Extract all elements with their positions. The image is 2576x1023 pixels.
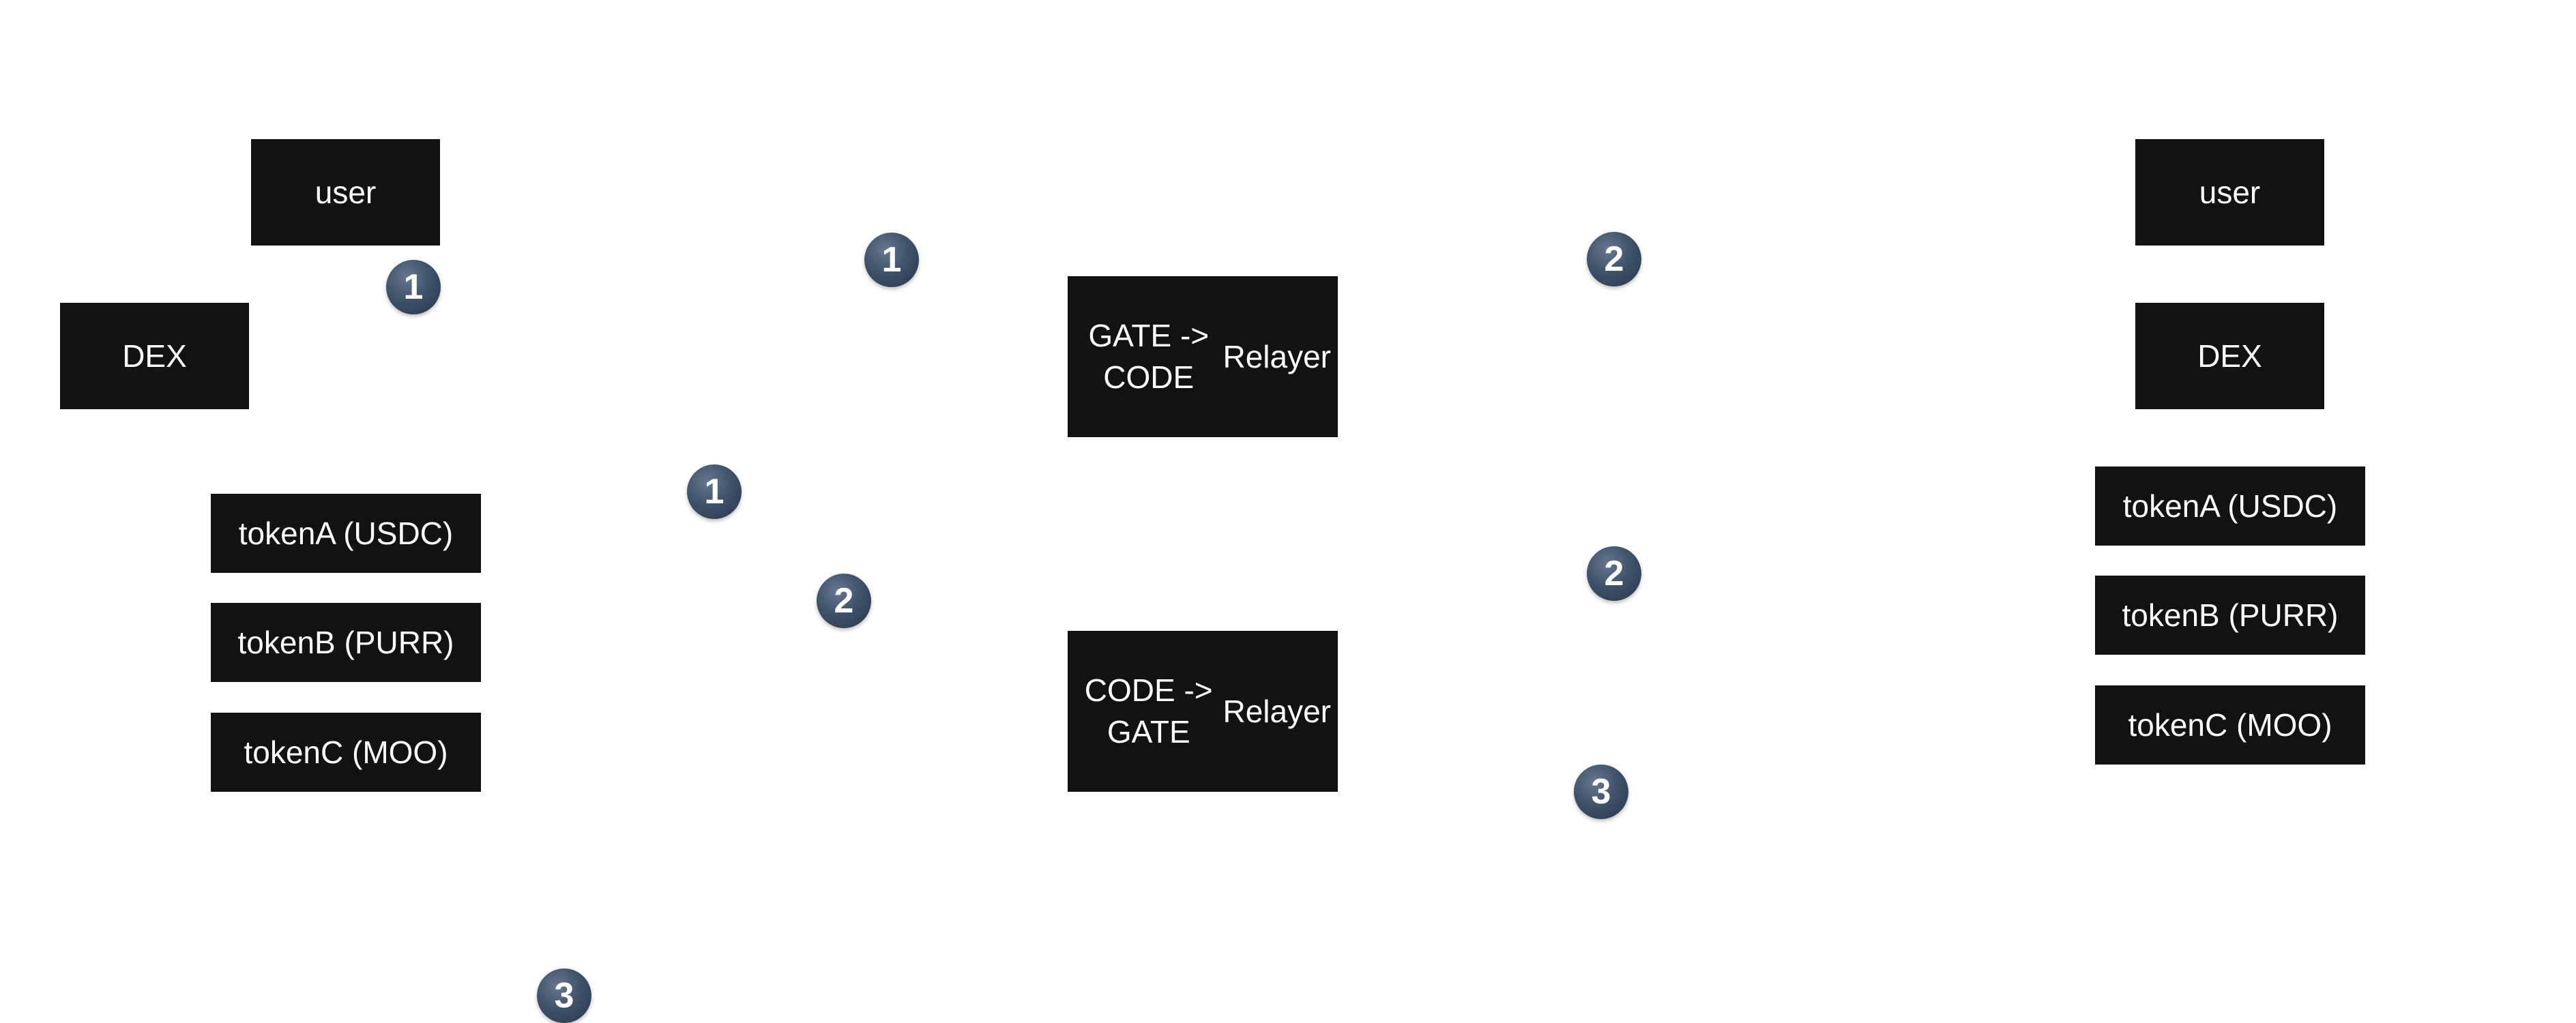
- left-dex-box: DEX: [60, 303, 249, 409]
- code-to-gate-relayer-box: CODE -> GATE Relayer: [1068, 631, 1338, 792]
- left-token-c-box: tokenC (MOO): [211, 713, 481, 792]
- step-marker-1-middle: 1: [687, 464, 742, 519]
- gate-to-code-relayer-box: GATE -> CODE Relayer: [1068, 276, 1338, 437]
- right-token-c-box: tokenC (MOO): [2095, 685, 2365, 765]
- right-dex-box: DEX: [2135, 303, 2324, 409]
- step-marker-3-bottom: 3: [537, 968, 591, 1023]
- step-marker-1-top: 1: [864, 233, 919, 287]
- right-token-a-box: tokenA (USDC): [2095, 466, 2365, 546]
- relayer-2-line1: CODE -> GATE: [1084, 672, 1213, 750]
- step-marker-2-top-right: 2: [1587, 232, 1641, 286]
- right-token-b-box: tokenB (PURR): [2095, 576, 2365, 655]
- relayer-1-line2: Relayer: [1223, 338, 1331, 374]
- step-marker-2-middle: 2: [817, 574, 871, 628]
- step-marker-3-right: 3: [1574, 765, 1628, 819]
- relayer-2-line2: Relayer: [1223, 693, 1331, 729]
- relayer-1-line1: GATE -> CODE: [1088, 318, 1210, 395]
- left-token-b-box: tokenB (PURR): [211, 603, 481, 682]
- step-marker-1-user: 1: [386, 260, 441, 314]
- right-user-box: user: [2135, 139, 2324, 246]
- left-user-box: user: [251, 139, 440, 246]
- left-token-a-box: tokenA (USDC): [211, 494, 481, 573]
- step-marker-2-mid-right: 2: [1587, 546, 1641, 601]
